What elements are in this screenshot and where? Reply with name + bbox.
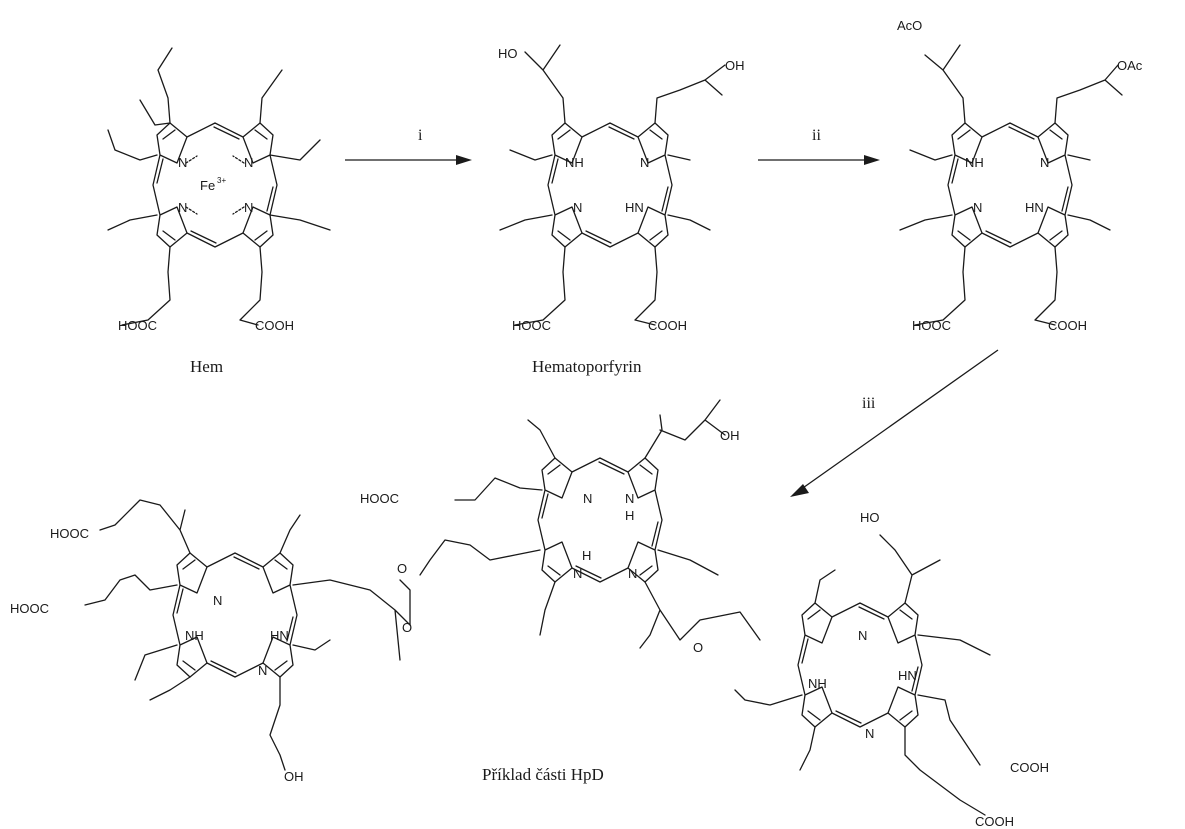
reaction-arrow-iii: iii <box>790 349 999 497</box>
hpd-c-hooc: HOOC <box>360 491 399 506</box>
hpd-c-h-2: H <box>582 548 591 563</box>
hpd-l-n-2: N <box>258 663 267 678</box>
hpd-c-n-1: N <box>583 491 592 506</box>
heme-fe-charge: 3+ <box>217 176 226 185</box>
heme-cooh: COOH <box>255 318 294 333</box>
reaction-arrow-ii: ii <box>758 127 880 165</box>
hpd-r-cooh-2: COOH <box>975 814 1014 829</box>
hpd-r-n-2: N <box>865 726 874 741</box>
hp-hn: HN <box>625 200 644 215</box>
heme-caption: Hem <box>190 357 223 376</box>
da-oac: OAc <box>1117 58 1143 73</box>
hp-n-1: N <box>640 155 649 170</box>
molecule-hematoporphyrin: HO OH NH N N HN HOOC COOH Hematoporfyrin <box>498 44 745 376</box>
hpd-ether-o: O <box>693 640 703 655</box>
reaction-arrow-i: i <box>345 127 472 165</box>
hpd-l-hooc-1: HOOC <box>50 526 89 541</box>
hpd-c-n-3: N <box>573 566 582 581</box>
hpd-c-oh: OH <box>720 428 740 443</box>
hpd-r-hn: HN <box>898 668 917 683</box>
da-aco: AcO <box>897 18 922 33</box>
da-n-1: N <box>1040 155 1049 170</box>
da-hooc: HOOC <box>912 318 951 333</box>
heme-hooc: HOOC <box>118 318 157 333</box>
da-n-2: N <box>973 200 982 215</box>
hpd-r-ho: HO <box>860 510 880 525</box>
heme-n-2: N <box>244 155 253 170</box>
hp-nh: NH <box>565 155 584 170</box>
hpd-ester-o-carbonyl: O <box>397 561 407 576</box>
da-nh: NH <box>965 155 984 170</box>
step-label-iii: iii <box>862 395 876 412</box>
molecule-diacetate: AcO OAc NH N N HN HOOC COOH <box>897 18 1143 333</box>
hp-cooh: COOH <box>648 318 687 333</box>
da-hn: HN <box>1025 200 1044 215</box>
hpd-c-h-1: H <box>625 508 634 523</box>
hematoporphyrin-caption: Hematoporfyrin <box>532 357 642 376</box>
molecule-heme: N N N N Fe 3+ HOOC COOH Hem <box>107 47 331 376</box>
hpd-l-hn: HN <box>270 628 289 643</box>
hpd-caption: Příklad části HpD <box>482 765 604 784</box>
hpd-l-hooc-2: HOOC <box>10 601 49 616</box>
step-label-ii: ii <box>812 127 821 144</box>
da-cooh: COOH <box>1048 318 1087 333</box>
hpd-ester-o: O <box>402 620 412 635</box>
hp-n-2: N <box>573 200 582 215</box>
hpd-r-nh: NH <box>808 676 827 691</box>
hpd-l-nh: NH <box>185 628 204 643</box>
hp-hooc: HOOC <box>512 318 551 333</box>
hp-ho: HO <box>498 46 518 61</box>
hp-oh: OH <box>725 58 745 73</box>
heme-n-1: N <box>178 155 187 170</box>
molecule-hpd-fragment: N N H H N N OH HOOC O O O HOOC HOOC N HN… <box>10 399 1049 829</box>
hpd-l-n-1: N <box>213 593 222 608</box>
step-label-i: i <box>418 127 423 144</box>
heme-n-3: N <box>178 200 187 215</box>
heme-n-4: N <box>244 200 253 215</box>
hpd-r-cooh-1: COOH <box>1010 760 1049 775</box>
hpd-c-n-4: N <box>628 566 637 581</box>
hpd-l-oh: OH <box>284 769 304 784</box>
heme-fe: Fe <box>200 178 215 193</box>
hpd-r-n-1: N <box>858 628 867 643</box>
hpd-c-n-2: N <box>625 491 634 506</box>
